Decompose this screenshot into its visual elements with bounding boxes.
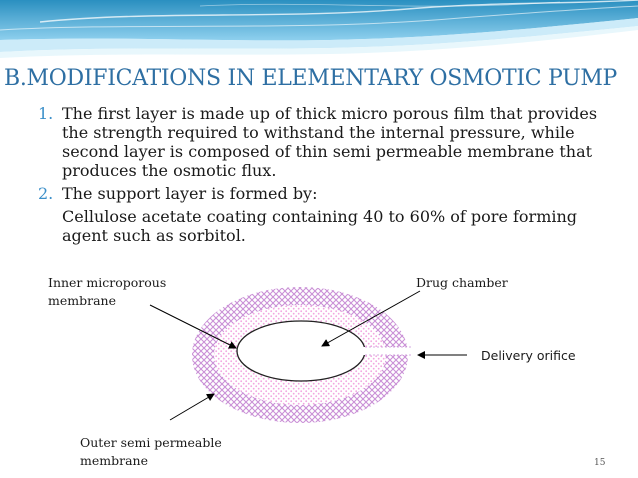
list-subtext: Cellulose acetate coating containing 40 … (62, 207, 578, 245)
slide-title: B.MODIFICATIONS IN ELEMENTARY OSMOTIC PU… (4, 66, 618, 91)
list-number: 1. (38, 104, 54, 123)
list-item: 2. The support layer is formed by: (38, 184, 628, 203)
list-item: 1. The first layer is made up of thick m… (38, 104, 628, 180)
arrow-inner-membrane (149, 304, 237, 349)
label-drug-chamber: Drug chamber (416, 275, 508, 290)
list-text: The first layer is made up of thick micr… (62, 104, 598, 180)
delivery-orifice-channel (363, 347, 411, 355)
page-number: 15 (594, 458, 606, 468)
label-outer-membrane: Outer semi permeable membrane (80, 435, 222, 468)
label-inner-membrane: Inner microporous membrane (48, 275, 167, 308)
arrow-drug-chamber (321, 290, 421, 347)
list-text: The support layer is formed by: (62, 184, 318, 203)
drug-chamber (236, 320, 366, 382)
slide-content: 1. The first layer is made up of thick m… (38, 104, 628, 245)
list-number: 2. (38, 184, 54, 203)
arrow-outer-membrane (169, 393, 215, 421)
header-banner (0, 0, 638, 58)
label-delivery-orifice: Delivery orifice (481, 348, 576, 363)
